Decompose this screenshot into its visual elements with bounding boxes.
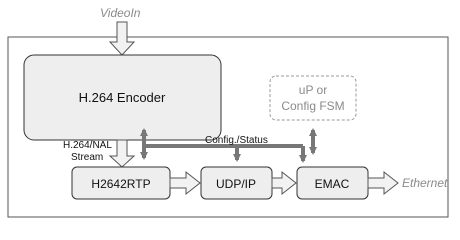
block-diagram: VideoIn H.264 Encoder uP or Config FSM C…: [7, 6, 449, 218]
ethernet-label: Ethernet: [402, 176, 448, 190]
config-status-label: Config./Status: [205, 135, 268, 146]
video-in-label: VideoIn: [100, 6, 141, 20]
controller-label-line2: Config FSM: [281, 99, 344, 113]
stream-label-line2: Stream: [71, 152, 103, 163]
system-boundary: [7, 36, 449, 218]
config-status-bus: [140, 128, 317, 163]
rtp-to-udp-arrow: [169, 170, 201, 196]
emac-label: EMAC: [315, 177, 350, 191]
controller-label-line1: uP or: [299, 83, 327, 97]
ethernet-out-arrow: [367, 170, 399, 196]
udp-ip-label: UDP/IP: [216, 177, 256, 191]
rtp-label: H2642RTP: [91, 177, 150, 191]
stream-label-line1: H.264/NAL: [63, 140, 112, 151]
encoder-label: H.264 Encoder: [79, 90, 166, 105]
video-in-arrow: [108, 21, 136, 56]
controller-block: [269, 75, 357, 121]
udp-to-emac-arrow: [271, 170, 297, 196]
stream-arrow: [108, 139, 136, 168]
